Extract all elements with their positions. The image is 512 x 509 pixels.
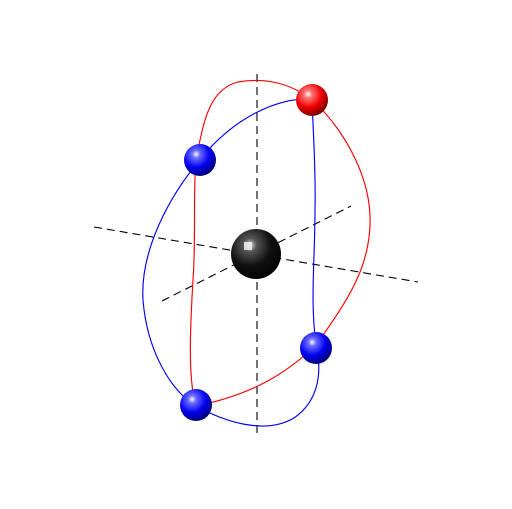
sphere-upper-left [184, 144, 216, 176]
sphere-lower-right [300, 332, 332, 364]
axis-horizontal [93, 226, 419, 283]
center-sphere-highlight [244, 242, 252, 250]
red-orbit-curve [189, 79, 371, 407]
center-sphere [231, 229, 281, 279]
sphere-top-right [296, 84, 328, 116]
blue-orbit-curve [142, 98, 320, 427]
sphere-bottom-left [180, 389, 212, 421]
